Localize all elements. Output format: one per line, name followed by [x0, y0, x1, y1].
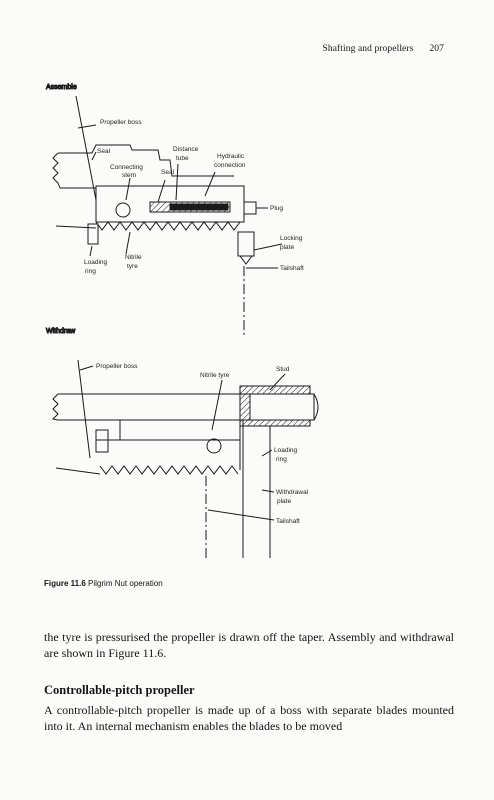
withdraw-drawing [51, 359, 319, 560]
leader-boss-w [79, 365, 94, 371]
label-connecting-1: Connecting [110, 164, 143, 171]
caption-text: Pilgrim Nut operation [88, 579, 163, 588]
leader-stud [269, 373, 286, 391]
label-seal-mid: Seal [161, 169, 175, 176]
label-withdrawal-1: Withdrawal [276, 489, 309, 496]
label-connecting-2: stem [122, 172, 136, 179]
assemble-drawing [52, 95, 283, 336]
assemble-connecting-stem [115, 202, 131, 218]
leader-nitrile [125, 231, 131, 255]
page-number: 207 [429, 44, 444, 54]
assemble-hydraulic-bore [169, 203, 229, 211]
leader-tailshaft-w [207, 509, 275, 521]
label-distance-2: tube [176, 155, 189, 162]
withdraw-nitrile-tyre [206, 438, 222, 454]
running-title: Shafting and propellers [322, 44, 414, 54]
assemble-lock-tip [239, 255, 253, 265]
assemble-shaft-thread [52, 152, 61, 189]
leader-hydraulic [204, 171, 216, 197]
label-hydraulic-1: Hydraulic [217, 153, 245, 160]
leader-stem [125, 177, 131, 201]
assemble-loading-ring [87, 223, 99, 245]
label-locking-2: plate [280, 244, 294, 251]
assemble-boss-bottom [55, 225, 97, 229]
label-nitrile-1: Nitrile [125, 254, 142, 261]
section-heading: Controllable-pitch propeller [44, 683, 195, 697]
pilgrim-nut-diagram: Assemble [46, 84, 319, 560]
assemble-locking-collar [237, 231, 255, 257]
label-nitrile-w: Nitrile tyre [200, 372, 230, 379]
label-seal-a: Seal [97, 148, 111, 155]
assemble-upper-contour [58, 144, 234, 177]
withdraw-loading-ring-left [95, 429, 109, 453]
label-tailshaft-w: Tailshaft [276, 518, 300, 525]
leader-tube [175, 163, 179, 201]
figure-pilgrim-nut: Assemble [46, 84, 319, 560]
withdraw-label: Withdraw [46, 328, 76, 335]
paragraph-1: the tyre is pressurised the propeller is… [44, 630, 454, 660]
label-propeller-boss-w: Propeller boss [96, 363, 138, 370]
assemble-labels: Propeller boss Seal Connecting stem Dist… [84, 119, 304, 275]
withdraw-shaft-thread [51, 393, 59, 421]
label-nitrile-2: tyre [127, 263, 138, 270]
figure-caption: Figure 11.6 Pilgrim Nut operation [44, 579, 163, 588]
leader-locking [253, 243, 283, 251]
label-tailshaft-a: Tailshaft [280, 265, 304, 272]
paragraph-2: A controllable-pitch propeller is made u… [44, 703, 454, 733]
label-loading-1: Loading [84, 259, 108, 266]
running-header: Shafting and propellers 207 [0, 44, 444, 54]
assemble-boss-edge [75, 95, 97, 201]
label-loading-2: ring [85, 268, 96, 275]
label-propeller-boss-a: Propeller boss [100, 119, 142, 126]
leader-seal-mid [157, 179, 166, 203]
withdraw-thread-teeth [99, 465, 239, 475]
leader-withdrawal [261, 489, 275, 493]
withdraw-boss-bottom [55, 467, 101, 475]
leader-loading-w [261, 449, 273, 457]
caption-label: Figure 11.6 [44, 579, 86, 588]
assemble-thread-teeth [95, 221, 241, 231]
leader-seal [91, 151, 97, 161]
label-distance-1: Distance [173, 146, 199, 153]
leader-loading [89, 245, 93, 257]
withdraw-labels: Propeller boss Nitrile tyre Stud Loading… [96, 363, 309, 525]
assemble-plug [243, 201, 257, 215]
withdraw-stud-bore [249, 393, 315, 421]
label-withdrawal-2: plate [277, 498, 291, 505]
assemble-label: Assemble [46, 84, 77, 91]
label-loading-w-1: Loading [274, 447, 298, 454]
label-stud: Stud [276, 366, 290, 373]
leader-nitrile-w [211, 379, 223, 431]
leader-boss [77, 124, 97, 129]
withdraw-boss-edge [77, 359, 91, 459]
withdraw-stud-end [313, 393, 319, 421]
label-loading-w-2: ring [276, 456, 287, 463]
label-plug: Plug [270, 205, 283, 212]
label-locking-1: Locking [280, 235, 303, 242]
label-hydraulic-2: connection [214, 162, 246, 169]
